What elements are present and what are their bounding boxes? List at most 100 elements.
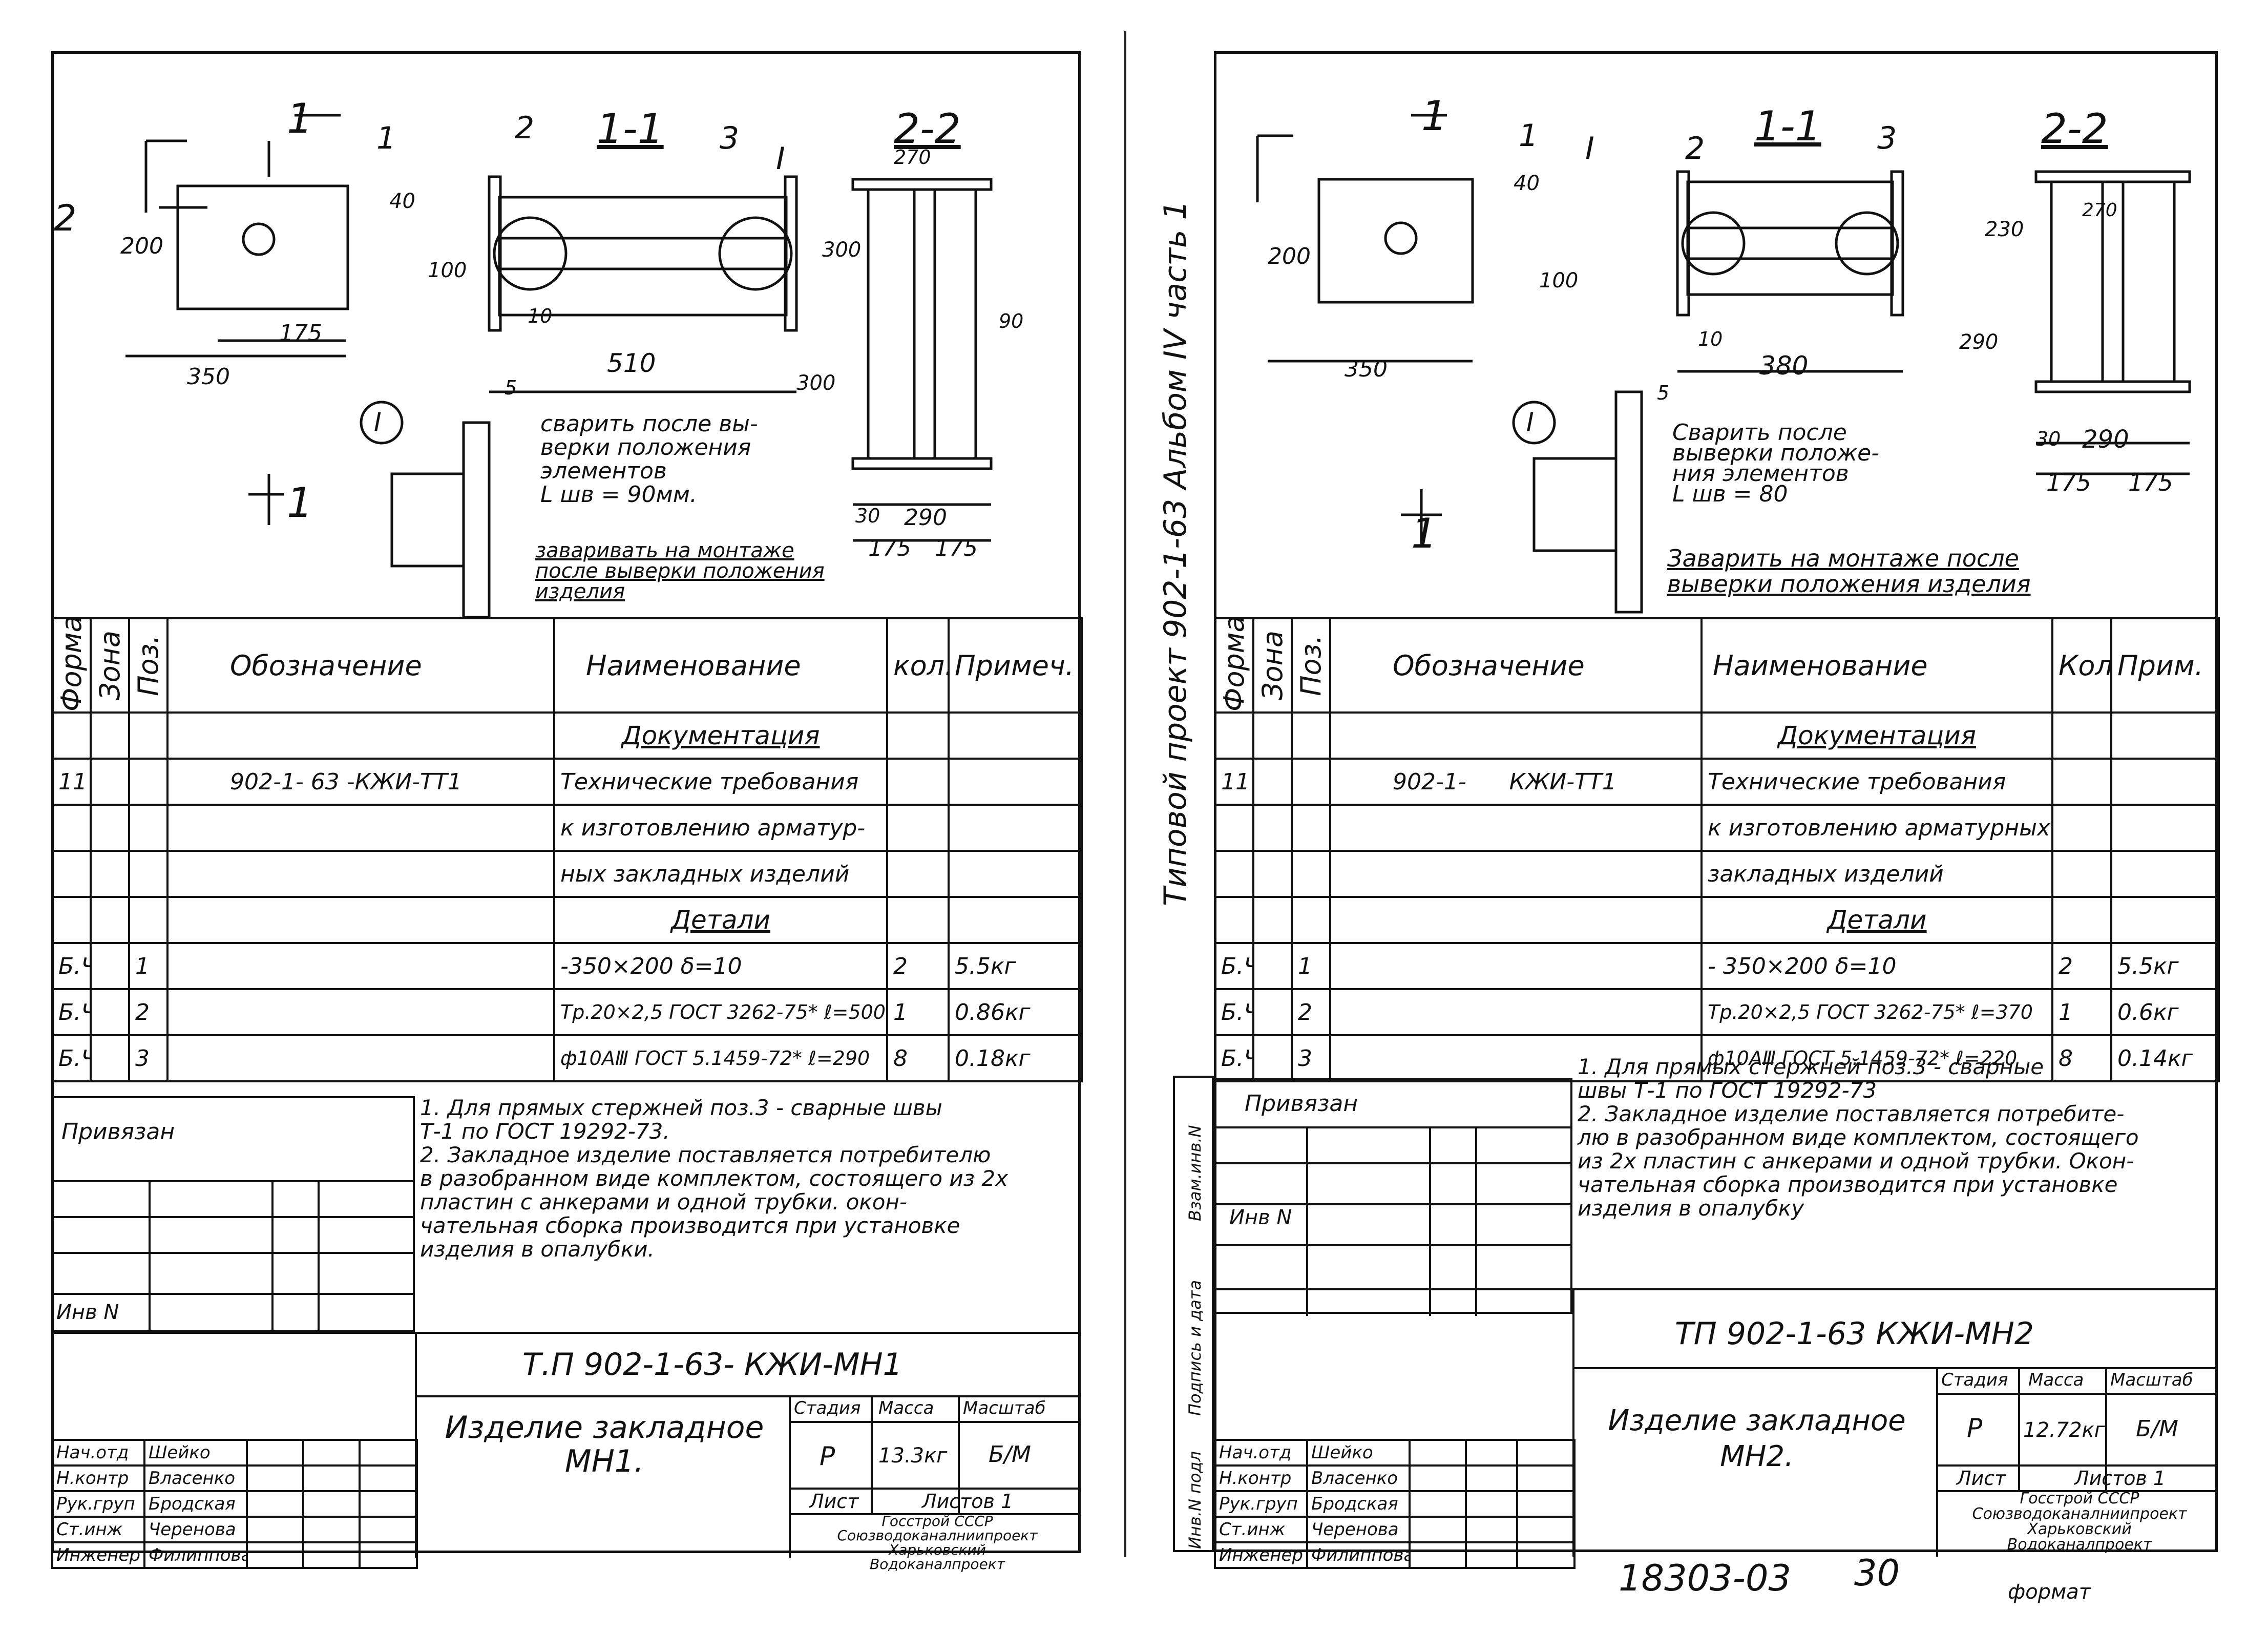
node-label: I (1585, 131, 1594, 166)
table-row: 11 902-1- КЖИ-ТТ1 Технические требования (1214, 758, 2220, 806)
node-circle-label: I (374, 407, 382, 437)
dim-350: 350 (1345, 356, 1388, 382)
dim-100: 100 (428, 259, 467, 282)
cell: 2 (2051, 942, 2112, 990)
cell: 11 (51, 758, 92, 806)
cell: 5.5кг (948, 942, 1083, 990)
dim-175: 175 (279, 320, 322, 346)
pos-label-1: 1 (1519, 118, 1539, 154)
col-designation: Обозначение (1329, 617, 1703, 714)
pos-label-3: 3 (720, 120, 740, 156)
col-note: Примеч. (948, 617, 1083, 714)
dim-30: 30 (855, 505, 880, 527)
cell: Ст.инж (51, 1516, 145, 1543)
cell: 2 (886, 942, 950, 990)
dim-90: 90 (999, 310, 1024, 332)
scale-value: Б/М (989, 1441, 1031, 1468)
section-docs: Документация (553, 711, 888, 760)
cell: -350×200 δ=10 (553, 942, 888, 990)
weld-note: сварить после вы- верки положения элемен… (540, 411, 758, 508)
section-mark-2: 2 (54, 197, 77, 239)
cell: 3 (1291, 1034, 1331, 1082)
dim-5: 5 (1657, 382, 1670, 404)
node-circle-label: I (1526, 407, 1534, 437)
section-parts: Детали (553, 896, 888, 944)
stage-header: Стадия (794, 1398, 861, 1418)
cell: 0.14кг (2110, 1034, 2220, 1082)
table-row: Б.Ч 3 ф10АⅢ ГОСТ 5.1459-72* ℓ=290 8 0.18… (51, 1034, 1083, 1082)
table-row: Б.Ч 1 -350×200 δ=10 2 5.5кг (51, 942, 1083, 990)
dim-100: 100 (1539, 269, 1579, 292)
node-label: I (776, 141, 785, 177)
cell: Шейко (1306, 1439, 1411, 1467)
cell: - 350×200 δ=10 (1700, 942, 2053, 990)
section-mark-1: 1 (1421, 92, 1447, 140)
cell: Власенко (143, 1464, 248, 1492)
cell: Рук.груп (51, 1490, 145, 1518)
cell: 5.5кг (2110, 942, 2220, 990)
section-docs: Документация (1700, 711, 2053, 760)
cell: 2 (128, 988, 169, 1036)
cell: ф10АⅢ ГОСТ 5.1459-72* ℓ=290 (553, 1034, 888, 1082)
cell: Шейко (143, 1439, 248, 1467)
cell: Бродская (143, 1490, 248, 1518)
table-row: 11 902-1- 63 -КЖИ-ТТ1 Технические требов… (51, 758, 1083, 806)
right-notes: 1. Для прямых стержней поз.3 - сварные ш… (1578, 1054, 2139, 1221)
col-qty: Кол (2051, 617, 2112, 714)
cell: ф10АⅢ ГОСТ 5.1459-72* ℓ=220 (1700, 1034, 2053, 1082)
side-col-sign: Подпись и дата (1185, 1280, 1205, 1416)
cell: Ст.инж (1214, 1516, 1308, 1543)
table-row: закладных изделий (1214, 850, 2220, 898)
dim-5: 5 (505, 376, 517, 399)
sheets-label: Листов 1 (922, 1490, 1014, 1513)
dim-175b: 175 (868, 535, 911, 561)
cell: Черенова (1306, 1516, 1411, 1543)
cell: 11 (1214, 758, 1254, 806)
cell: к изготовлению арматур- (553, 804, 888, 852)
cell: 8 (886, 1034, 950, 1082)
cell: 1 (886, 988, 950, 1036)
left-drawing (125, 114, 993, 617)
dim-40: 40 (1514, 172, 1540, 195)
dim-175c: 175 (935, 535, 978, 561)
privyazan-label: Привязан (1245, 1091, 1358, 1117)
site-weld-note: заваривать на монтаже после выверки поло… (535, 539, 825, 603)
right-sheet: 1 1-1 2-2 1 2 3 I 200 40 100 350 380 10 … (1214, 51, 2220, 1569)
dim-30: 30 (2036, 428, 2061, 450)
org-name: Госстрой СССР Союзводоканалниипроект Хар… (1972, 1490, 2187, 1554)
right-spec-table: Формат Зона Поз. Обозначение Наименовани… (1214, 617, 2220, 1082)
org-name: Госстрой СССР Союзводоканалниипроект Хар… (837, 1513, 1038, 1573)
dim-290: 290 (904, 505, 947, 531)
album-side-text: Типовой проект 902-1-63 Альбом IV часть … (1158, 200, 1193, 906)
cell: Н.контр (51, 1464, 145, 1492)
cell: Филиппова (1306, 1541, 1411, 1569)
cell: закладных изделий (1700, 850, 2053, 898)
cell: Технические требования (1700, 758, 2053, 806)
table-row: к изготовлению арматурных (1214, 804, 2220, 852)
dim-270: 270 (894, 146, 931, 169)
col-pos: Поз. (129, 618, 167, 713)
item-name: Изделие закладное МН1. (445, 1410, 764, 1479)
cell: Тр.20×2,5 ГОСТ 3262-75* ℓ=370 (1700, 988, 2053, 1036)
dim-230: 230 (1985, 218, 2024, 241)
right-side-columns: Инв.N подл Подпись и дата Взам.инв.N (1173, 1076, 1214, 1552)
dim-380: 380 (1759, 351, 1809, 381)
side-col-replace: Взам.инв.N (1185, 1125, 1205, 1221)
col-format: Формат (52, 618, 91, 713)
pos-label-2: 2 (515, 110, 535, 146)
dim-175b: 175 (2128, 469, 2173, 496)
cell: 902-1- КЖИ-ТТ1 (1329, 758, 1703, 806)
pos-label-3: 3 (1877, 120, 1897, 156)
table-row: к изготовлению арматур- (51, 804, 1083, 852)
left-stamp-grid: Привязан Инв N (51, 1096, 415, 1334)
dim-175: 175 (2046, 469, 2091, 496)
section-mark-1-bottom: 1 (287, 479, 313, 527)
scale-header: Масштаб (2110, 1370, 2193, 1390)
